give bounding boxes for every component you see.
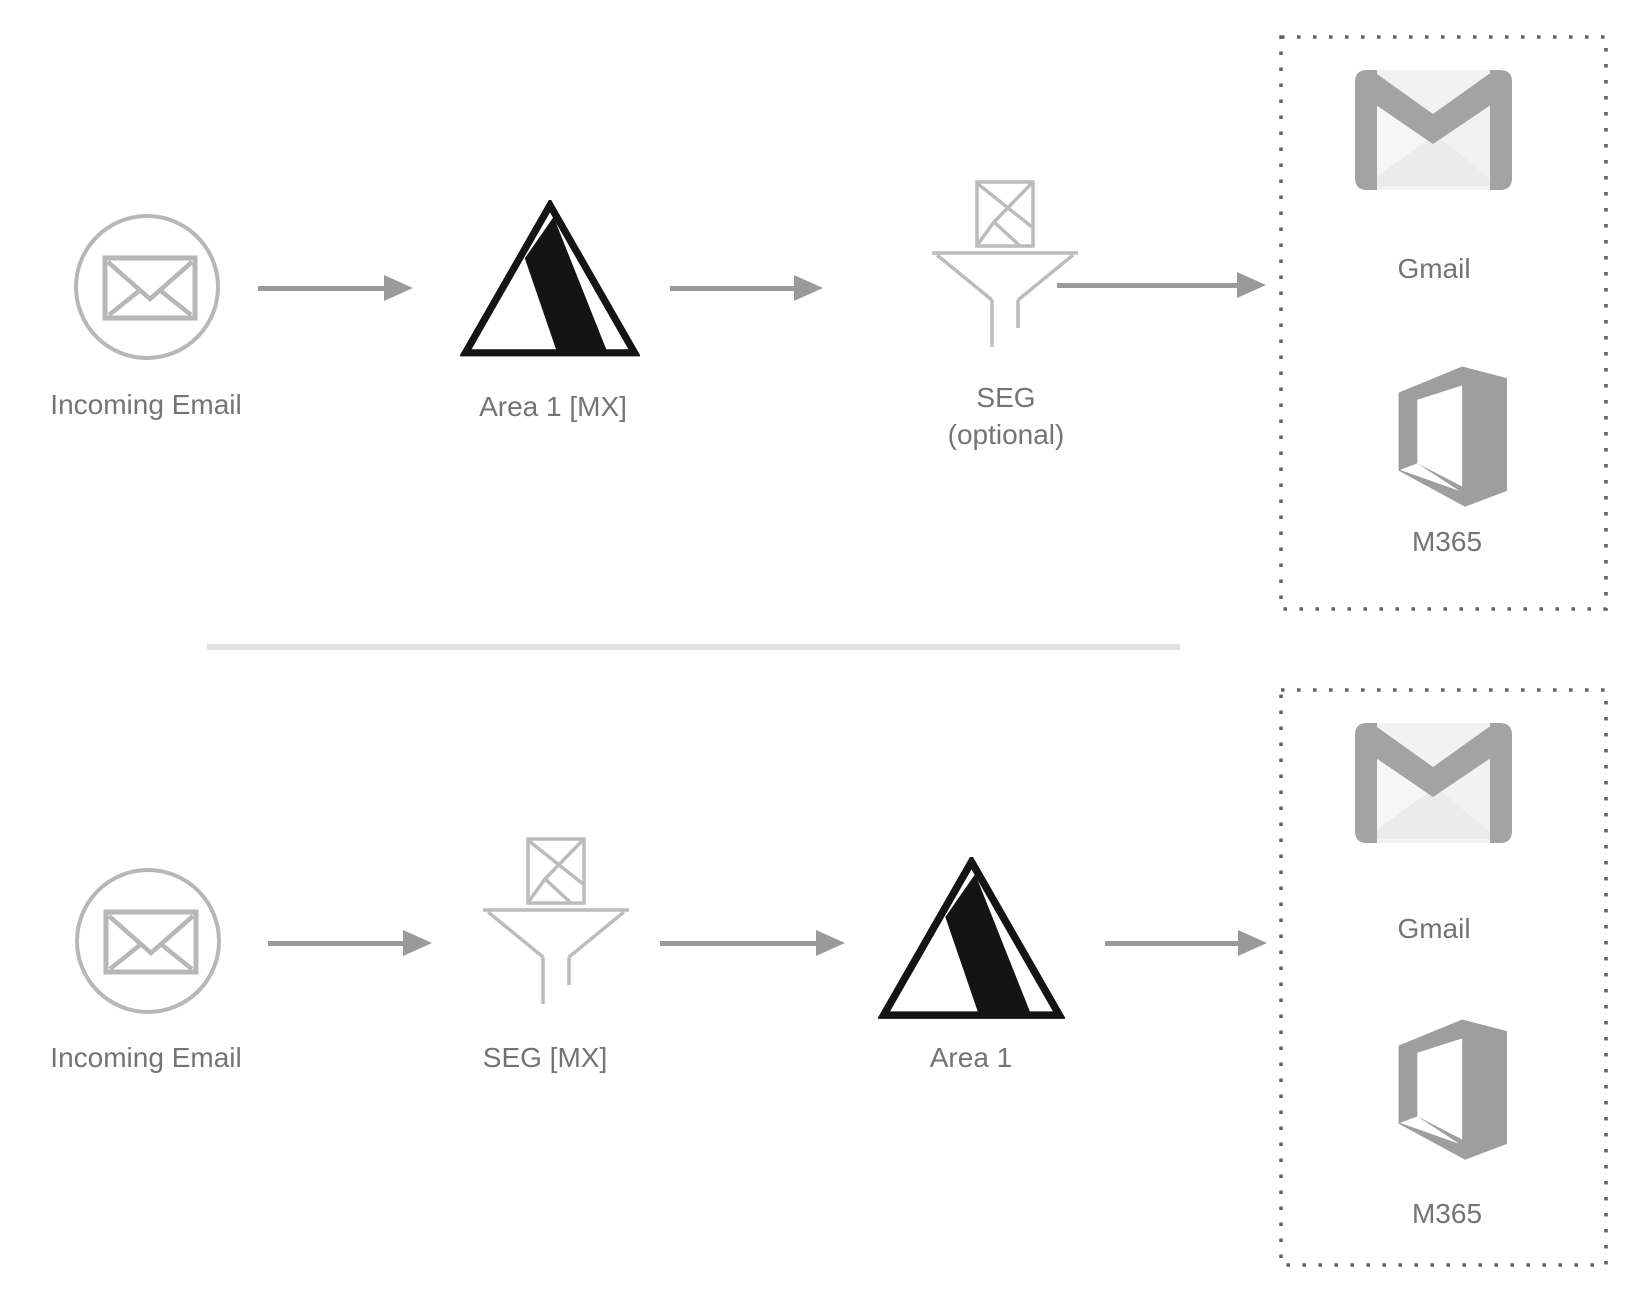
m365-label: M365 [1411,1198,1483,1229]
m365-icon [1387,1015,1507,1165]
gmail-icon [1355,723,1512,848]
arrow-head [816,930,845,956]
area1-mx-label: Area 1 [MX] [479,391,627,422]
seg-label-line1: SEG [976,382,1036,413]
area1-logo [459,197,641,363]
flow-arrow [670,275,823,301]
m365-label: M365 [1411,526,1483,557]
arrow-shaft [258,285,384,291]
arrow-shaft [670,285,794,291]
flow-arrow [258,275,413,301]
arrow-head [794,275,823,301]
seg-funnel-icon [930,180,1080,355]
gmail-label: Gmail [1397,253,1471,284]
arrow-head [1237,272,1266,298]
seg-optional-label: SEG (optional) [846,379,1166,453]
arrow-head [1238,930,1267,956]
gmail-icon [1355,70,1512,195]
arrow-head [384,275,413,301]
incoming-email-label: Incoming Email [50,389,242,420]
destinations-box [1279,688,1608,1267]
seg-label-line2: (optional) [947,419,1065,450]
flow-arrow [660,930,845,956]
incoming-email-icon [72,212,222,367]
area1-label: Area 1 [929,1042,1013,1073]
gmail-label: Gmail [1397,913,1471,944]
incoming-email-icon [73,866,223,1021]
flow-arrow [1105,930,1267,956]
arrow-shaft [1057,282,1237,288]
arrow-shaft [268,940,403,946]
seg-mx-label: SEG [MX] [482,1042,608,1073]
arrow-shaft [1105,940,1238,946]
divider [207,644,1180,650]
flow-arrow [1057,272,1266,298]
arrow-shaft [660,940,816,946]
m365-icon [1387,362,1507,512]
incoming-email-label: Incoming Email [50,1042,242,1073]
flow-arrow [268,930,432,956]
destinations-box [1279,35,1608,611]
seg-funnel-icon [481,837,631,1012]
arrow-head [403,930,432,956]
area1-logo [877,854,1066,1025]
